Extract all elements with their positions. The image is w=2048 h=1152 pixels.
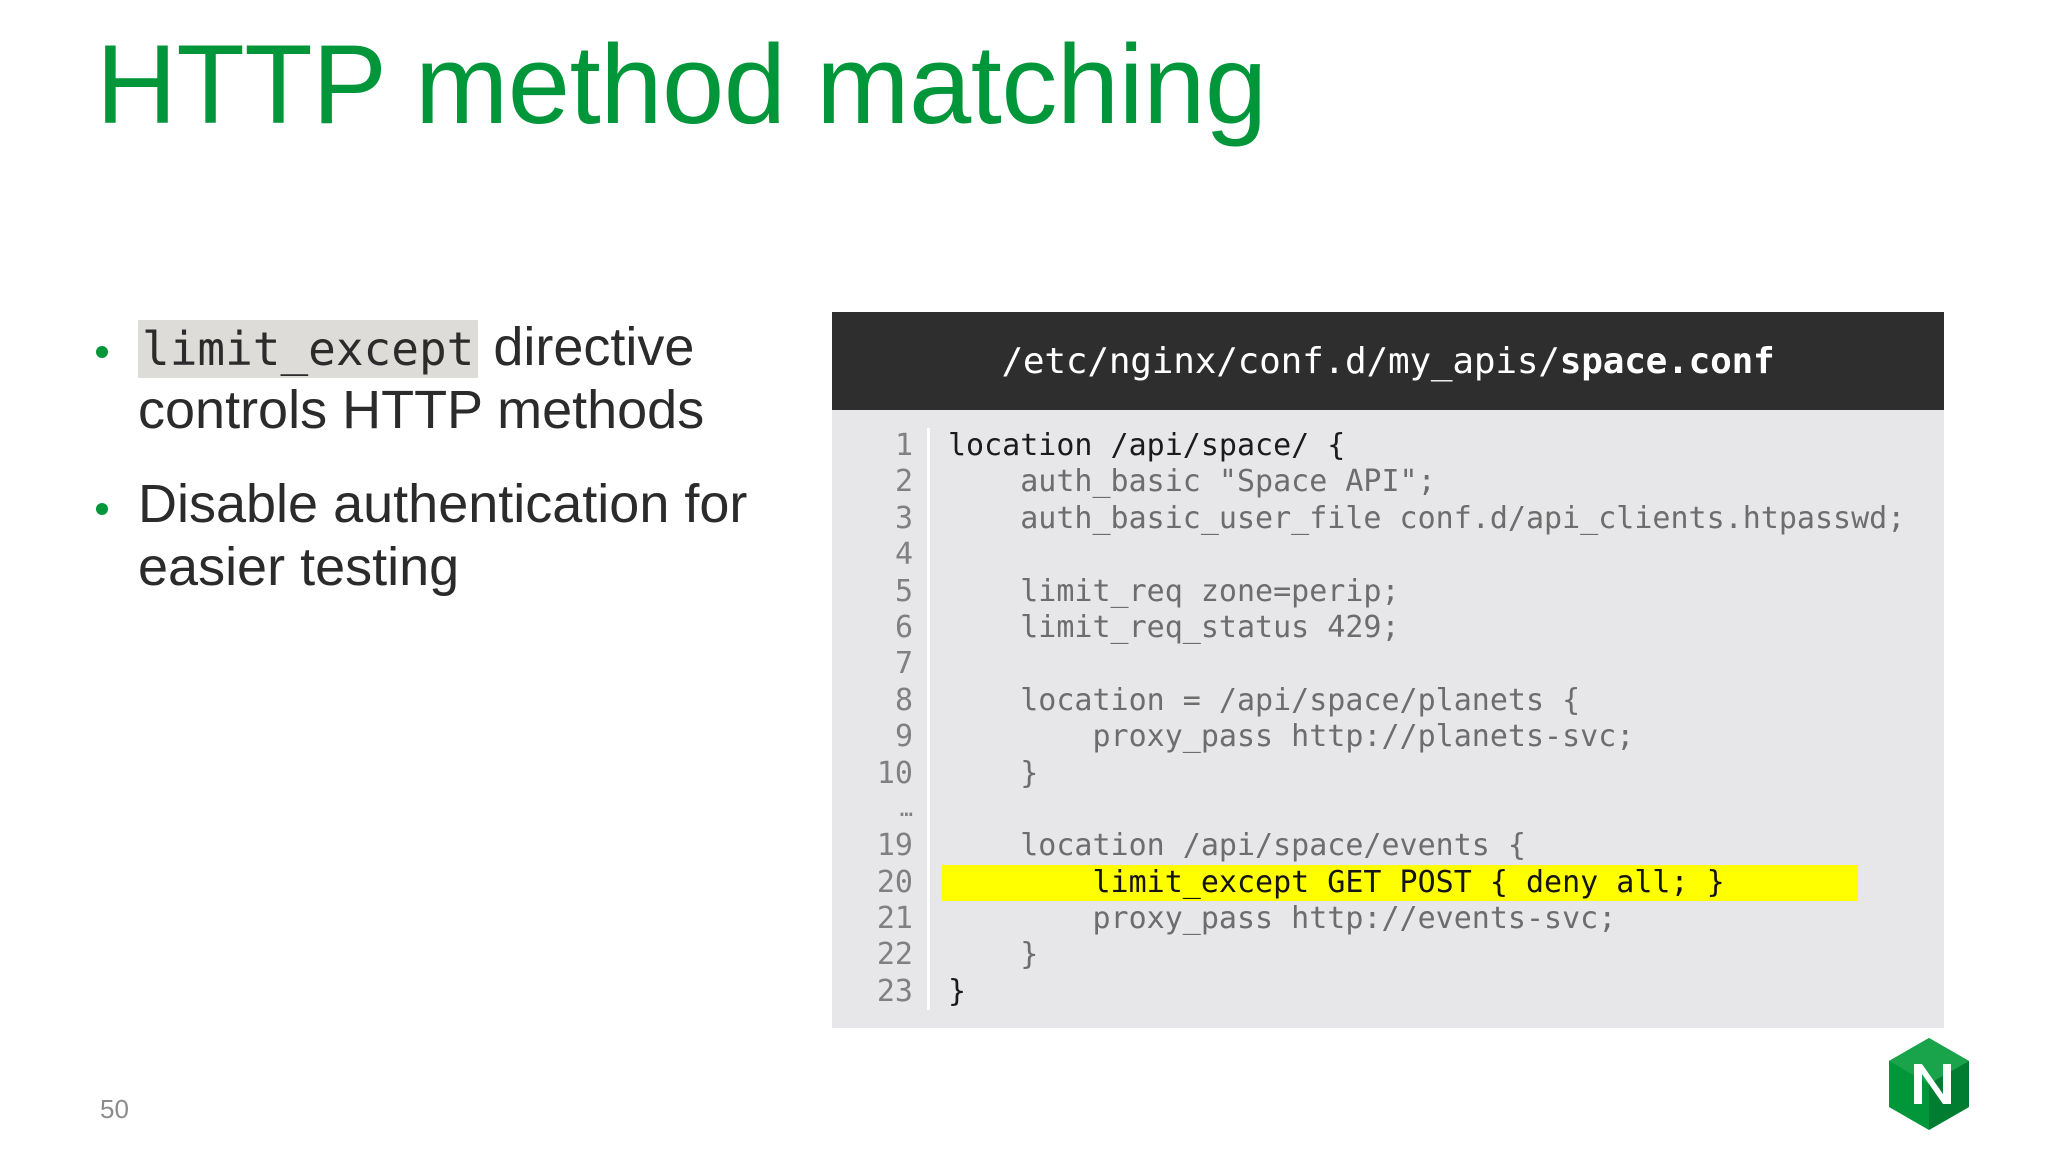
code-line: location /api/space/events { bbox=[948, 828, 1526, 864]
bullet-dot-icon bbox=[96, 316, 138, 358]
bullet-item-text-1: Disable authentication for easier testin… bbox=[138, 474, 748, 597]
line-number: 3 bbox=[894, 500, 913, 536]
line-number-ellipsis: … bbox=[899, 796, 913, 822]
line-number: 8 bbox=[894, 682, 913, 718]
line-number: 1 bbox=[894, 428, 913, 463]
line-number: 7 bbox=[894, 646, 913, 682]
code-line-highlighted: limit_except GET POST { deny all; } bbox=[942, 864, 1858, 902]
inline-code-limit-except: limit_except bbox=[138, 320, 479, 378]
page-number: 50 bbox=[100, 1094, 129, 1124]
bullet-dot-icon bbox=[96, 473, 138, 516]
code-line: } bbox=[948, 973, 967, 1009]
line-number: 4 bbox=[894, 537, 913, 573]
code-line bbox=[948, 537, 1944, 573]
code-content: location /api/space/ { auth_basic "Space… bbox=[930, 428, 1944, 1010]
line-number: 10 bbox=[876, 755, 913, 791]
list-item: limit_except directive controls HTTP met… bbox=[96, 316, 796, 441]
code-line bbox=[948, 646, 1944, 682]
code-file-path-prefix: /etc/nginx/conf.d/my_apis/ bbox=[1001, 340, 1560, 382]
bullet-item-text-0: limit_except directive controls HTTP met… bbox=[138, 316, 796, 441]
code-line bbox=[948, 792, 1944, 828]
code-line: limit_req zone=perip; bbox=[948, 573, 1400, 609]
code-line: proxy_pass http://planets-svc; bbox=[948, 719, 1635, 755]
code-panel-body: 1 2 3 4 5 6 7 8 9 10 … 19 20 21 22 23 lo… bbox=[832, 410, 1944, 1029]
code-line: proxy_pass http://events-svc; bbox=[948, 901, 1617, 937]
list-item: Disable authentication for easier testin… bbox=[96, 473, 796, 598]
page-title: HTTP method matching bbox=[96, 22, 1267, 147]
code-file-path-filename: space.conf bbox=[1559, 340, 1775, 382]
code-line: location /api/space/ { bbox=[948, 428, 1346, 463]
code-line: auth_basic "Space API"; bbox=[948, 464, 1436, 500]
line-number: 6 bbox=[894, 609, 913, 645]
code-line: auth_basic_user_file conf.d/api_clients.… bbox=[948, 500, 1906, 536]
line-number-gutter: 1 2 3 4 5 6 7 8 9 10 … 19 20 21 22 23 bbox=[832, 428, 930, 1011]
code-line: } bbox=[948, 755, 1039, 791]
code-line: location = /api/space/planets { bbox=[948, 682, 1581, 718]
line-number: 23 bbox=[876, 973, 913, 1009]
bullet-item-tail-0: directive controls HTTP methods bbox=[138, 317, 705, 440]
code-panel-header: /etc/nginx/conf.d/my_apis/space.conf bbox=[832, 312, 1944, 410]
line-number: 21 bbox=[876, 901, 913, 937]
code-file-path: /etc/nginx/conf.d/my_apis/space.conf bbox=[1001, 341, 1774, 382]
code-line: limit_req_status 429; bbox=[948, 609, 1400, 645]
line-number: 20 bbox=[876, 864, 913, 900]
nginx-logo-icon bbox=[1886, 1036, 1972, 1132]
line-number: 9 bbox=[894, 719, 913, 755]
line-number: 22 bbox=[876, 937, 913, 973]
line-number: 2 bbox=[894, 464, 913, 500]
code-line: } bbox=[948, 937, 1039, 973]
bullet-list: limit_except directive controls HTTP met… bbox=[96, 316, 796, 631]
code-panel: /etc/nginx/conf.d/my_apis/space.conf 1 2… bbox=[832, 312, 1944, 1029]
line-number: 19 bbox=[876, 828, 913, 864]
line-number: 5 bbox=[894, 573, 913, 609]
